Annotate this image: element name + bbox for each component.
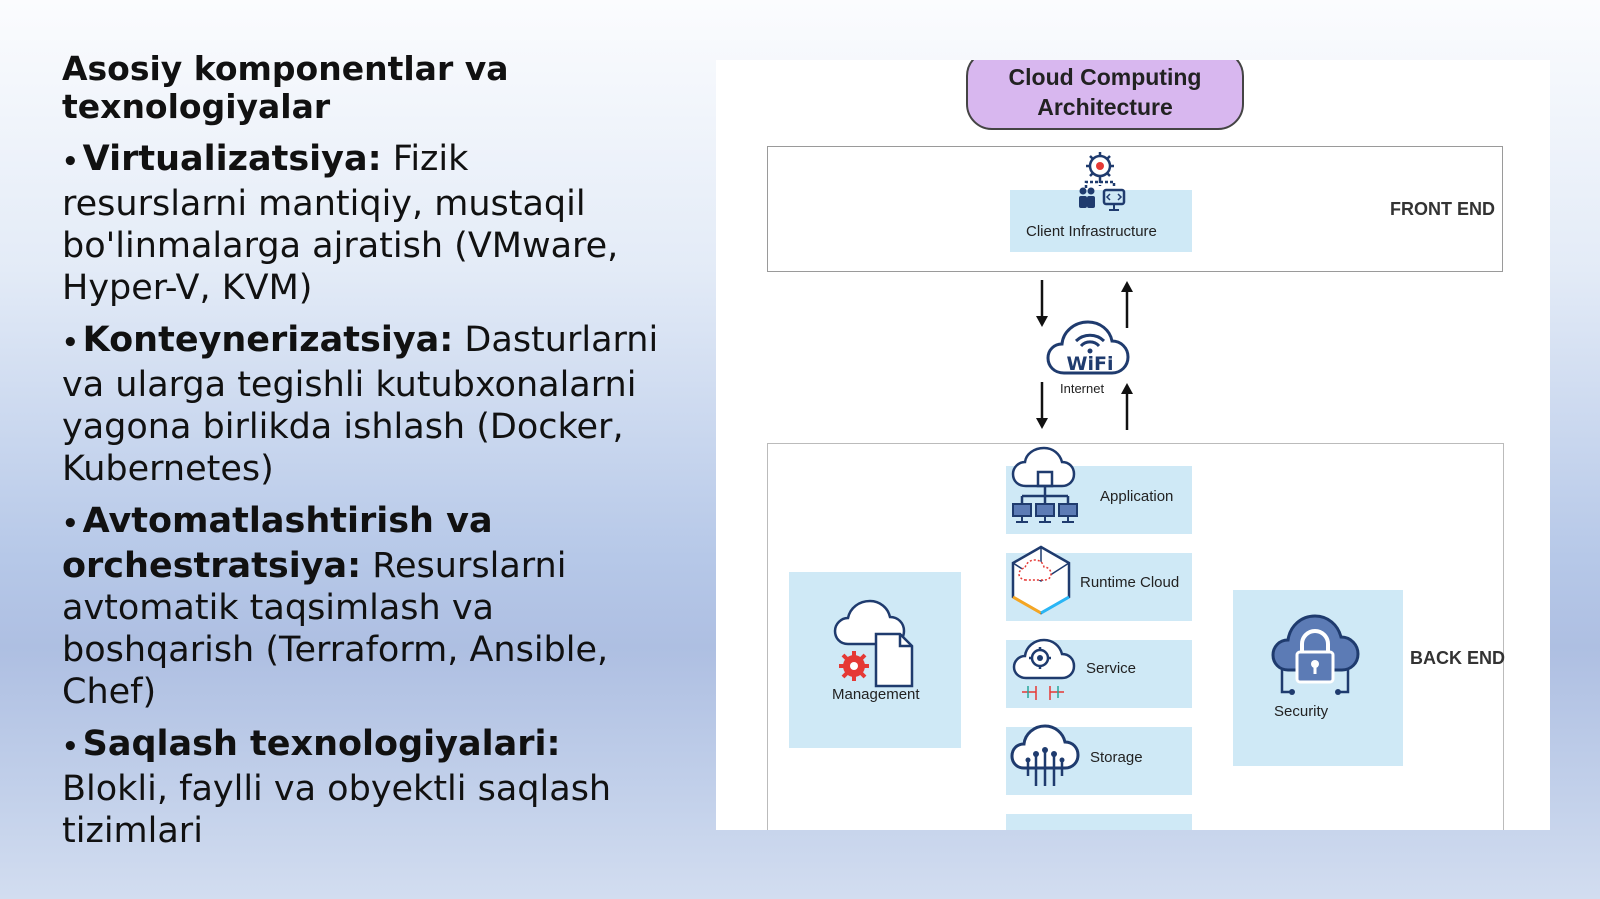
client-infrastructure-tile	[1010, 190, 1192, 252]
users-icon	[1079, 187, 1095, 208]
bullet-text: Resurslarni avtomatik taqsimlash va bosh…	[62, 546, 609, 712]
bullet-dot: •	[62, 509, 79, 539]
arrow-down-lower	[1036, 382, 1048, 429]
gear-icon	[839, 651, 869, 681]
bullet-term: Saqlash texnologiyalari:	[82, 724, 561, 764]
internet-label: Internet	[1060, 381, 1105, 396]
bullet-text: Blokli, faylli va obyektli saqlash tizim…	[62, 769, 612, 851]
bullet-dot: •	[62, 732, 79, 762]
wifi-text: WiFi	[1067, 353, 1114, 375]
section-heading: Asosiy komponentlar va texnologiyalar	[62, 49, 509, 126]
bullet-term: Avtomatlashtirish va orchestratsiya:	[62, 501, 493, 586]
security-label: Security	[1274, 703, 1329, 720]
client-infrastructure-icon	[1079, 152, 1126, 211]
application-label: Application	[1100, 488, 1174, 505]
cloud-network-icon	[1011, 446, 1078, 523]
front-end-label: FRONT END	[1390, 199, 1495, 219]
bullet-dot: •	[62, 147, 79, 177]
bullet-term: Virtualizatsiya:	[82, 139, 382, 179]
bullet-containerization: •Konteynerizatsiya: Dasturlarni va ularg…	[62, 319, 662, 490]
bullet-dot: •	[62, 328, 79, 358]
architecture-diagram: Cloud Computing Architecture Client Infr…	[716, 60, 1550, 830]
text-column: Asosiy komponentlar va texnologiyalar •V…	[62, 50, 662, 862]
storage-label: Storage	[1090, 749, 1143, 766]
runtime-cloud-label: Runtime Cloud	[1080, 574, 1180, 591]
back-end-box	[767, 443, 1504, 830]
client-infrastructure-label: Client Infrastructure	[1026, 223, 1157, 240]
bullet-text: Fizik resurslarni mantiqiy, mustaqil bo'…	[62, 139, 619, 308]
arrow-down-upper	[1036, 280, 1048, 327]
back-end-label: BACK END	[1410, 648, 1506, 668]
cube-cloud-icon	[1011, 545, 1071, 615]
management-label: Management	[832, 686, 920, 703]
diagram-title-line2: Architecture	[1037, 94, 1173, 120]
bullet-automation: •Avtomatlashtirish va orchestratsiya: Re…	[62, 500, 662, 713]
wifi-cloud-icon: WiFi	[1046, 320, 1130, 375]
front-end-box	[767, 146, 1503, 272]
arrow-up-upper	[1121, 281, 1133, 328]
diagram-title: Cloud Computing Architecture	[966, 60, 1244, 130]
service-label: Service	[1086, 660, 1137, 677]
arrow-up-lower	[1121, 383, 1133, 430]
cloud-gear-icon	[1012, 638, 1076, 700]
diagram-title-line1: Cloud Computing	[1008, 64, 1202, 90]
monitor-code-icon	[1102, 188, 1126, 211]
cloud-document-icon	[833, 599, 914, 688]
cloud-circuit-icon	[1010, 724, 1080, 786]
bullet-text: Dasturlarni va ularga tegishli kutubxona…	[62, 320, 659, 489]
bullet-storage: •Saqlash texnologiyalari: Blokli, faylli…	[62, 723, 662, 852]
bullet-term: Konteynerizatsiya:	[82, 320, 454, 360]
cloud-lock-icon	[1271, 614, 1360, 695]
gear-icon	[1084, 152, 1116, 188]
partial-tile	[1006, 814, 1192, 830]
bullet-virtualization: •Virtualizatsiya: Fizik resurslarni mant…	[62, 138, 662, 309]
